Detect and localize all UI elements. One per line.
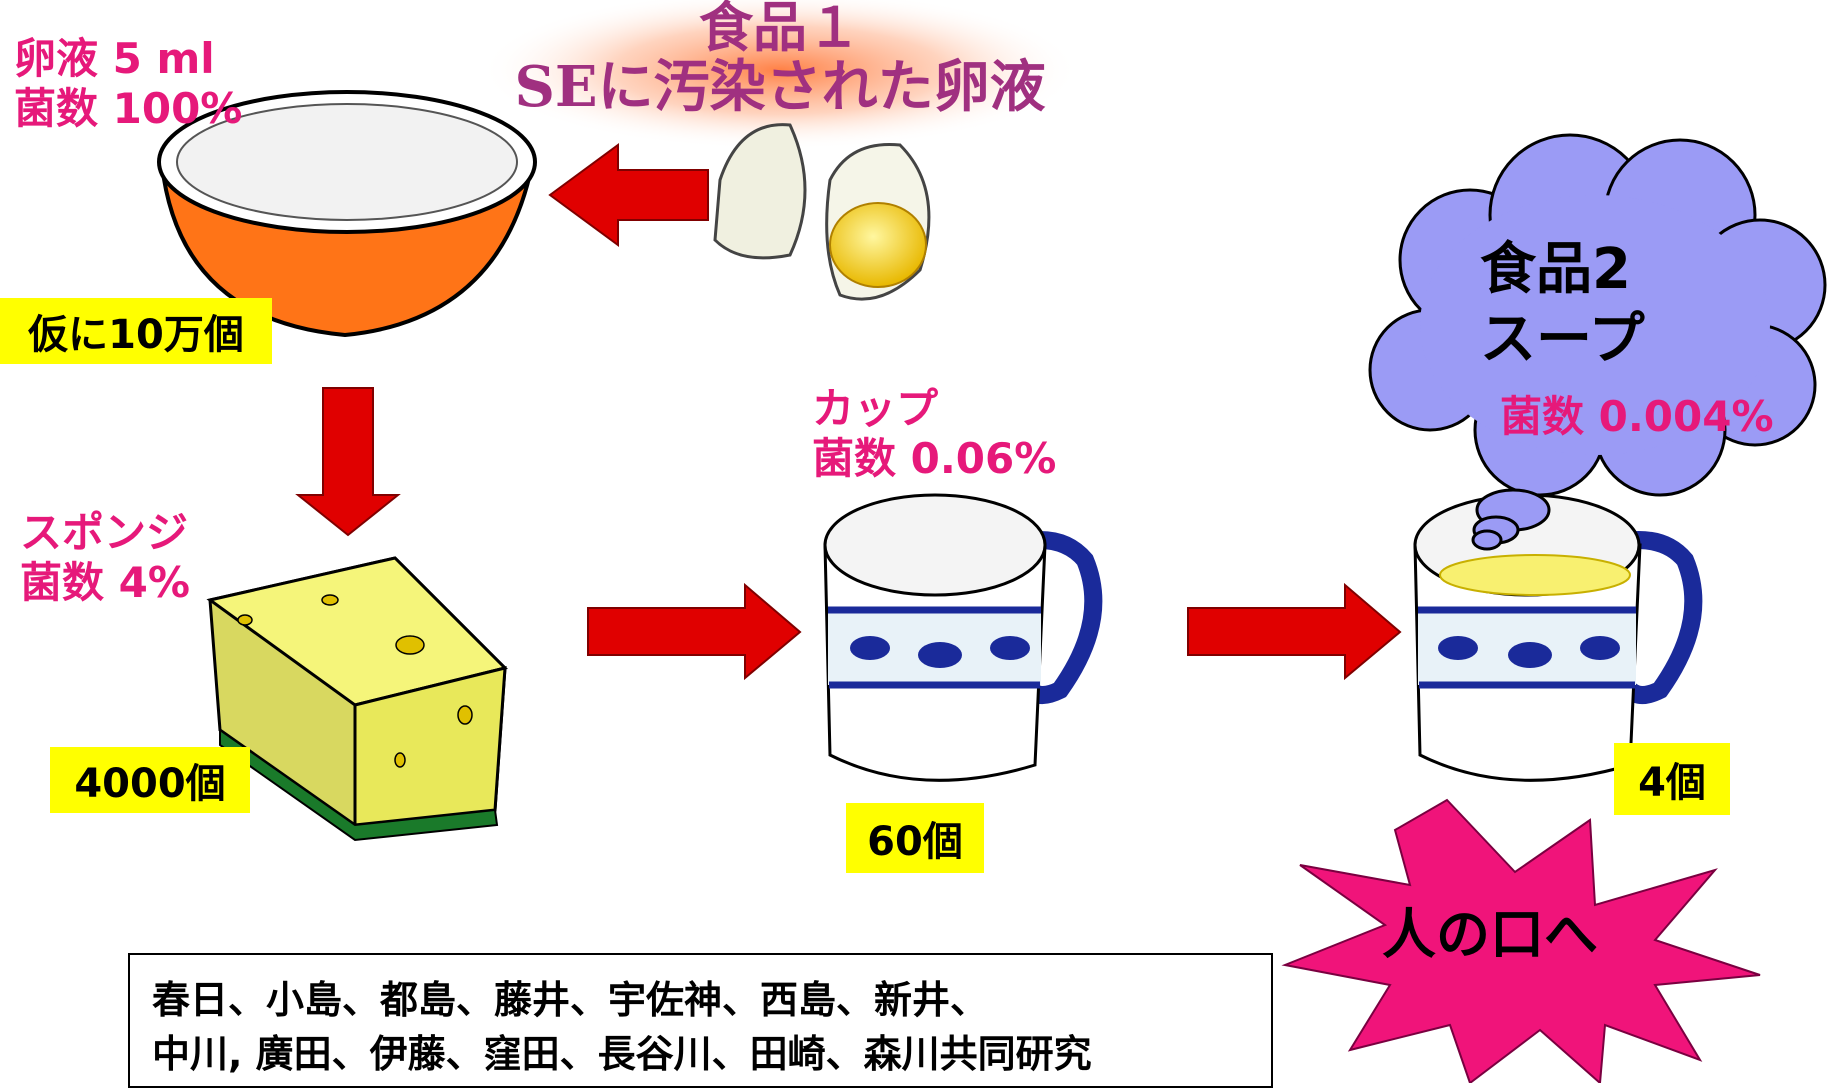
- cup-bacteria-text: 菌数 0.06%: [812, 434, 1057, 483]
- cracked-egg-illustration: [713, 123, 931, 301]
- food1-title-line1: 食品１: [699, 0, 861, 59]
- sponge-label: スポンジ 菌数 4%: [20, 508, 190, 608]
- to-mouth-text: 人の口へ: [1382, 903, 1598, 966]
- food2-title-line2: スープ: [1480, 307, 1645, 372]
- credits-line1: 春日、小島、都島、藤井、宇佐神、西島、新井、: [152, 978, 989, 1022]
- sponge-illustration: [206, 556, 508, 842]
- food1-title-line2: SEに汚染された卵液: [514, 54, 1046, 120]
- food2-bacteria-text: 菌数 0.004%: [1500, 392, 1774, 441]
- bowl-label: 卵液 5 ml 菌数 100%: [14, 34, 242, 134]
- sponge-count-badge: 4000個: [50, 747, 250, 813]
- bowl-count-badge: 仮に10万個: [0, 298, 272, 364]
- sponge-name-text: スポンジ: [20, 508, 189, 557]
- food2-title: 食品2 スープ: [1480, 235, 1645, 375]
- thought-cloud: [1368, 133, 1827, 551]
- food2-title-line1: 食品2: [1480, 237, 1631, 302]
- cup-label: カップ 菌数 0.06%: [812, 384, 1056, 484]
- soup-cup-illustration: [1413, 493, 1703, 782]
- cup-name-text: カップ: [812, 384, 939, 433]
- starburst-shape: [1281, 798, 1761, 1083]
- title-glow: [480, 0, 1080, 150]
- bowl-bacteria-text: 菌数 100%: [14, 84, 243, 133]
- credits-line2: 中川, 廣田、伊藤、窪田、長谷川、田崎、森川共同研究: [152, 1032, 1092, 1076]
- cup-count-badge: 60個: [846, 803, 984, 873]
- food2-count-badge: 4個: [1614, 743, 1730, 815]
- bowl-volume-text: 卵液 5 ml: [14, 34, 215, 83]
- food1-title: 食品１ SEに汚染された卵液: [480, 0, 1080, 120]
- bowl-illustration: [157, 90, 537, 338]
- arrow-cup-to-soup: [1187, 582, 1402, 681]
- sponge-bacteria-text: 菌数 4%: [20, 558, 190, 607]
- arrow-sponge-to-cup: [587, 582, 802, 681]
- cup-illustration: [823, 493, 1103, 782]
- arrow-egg-to-bowl: [548, 143, 709, 247]
- arrow-bowl-to-sponge: [295, 387, 401, 537]
- research-credits-box: 春日、小島、都島、藤井、宇佐神、西島、新井、 中川, 廣田、伊藤、窪田、長谷川、…: [128, 953, 1273, 1088]
